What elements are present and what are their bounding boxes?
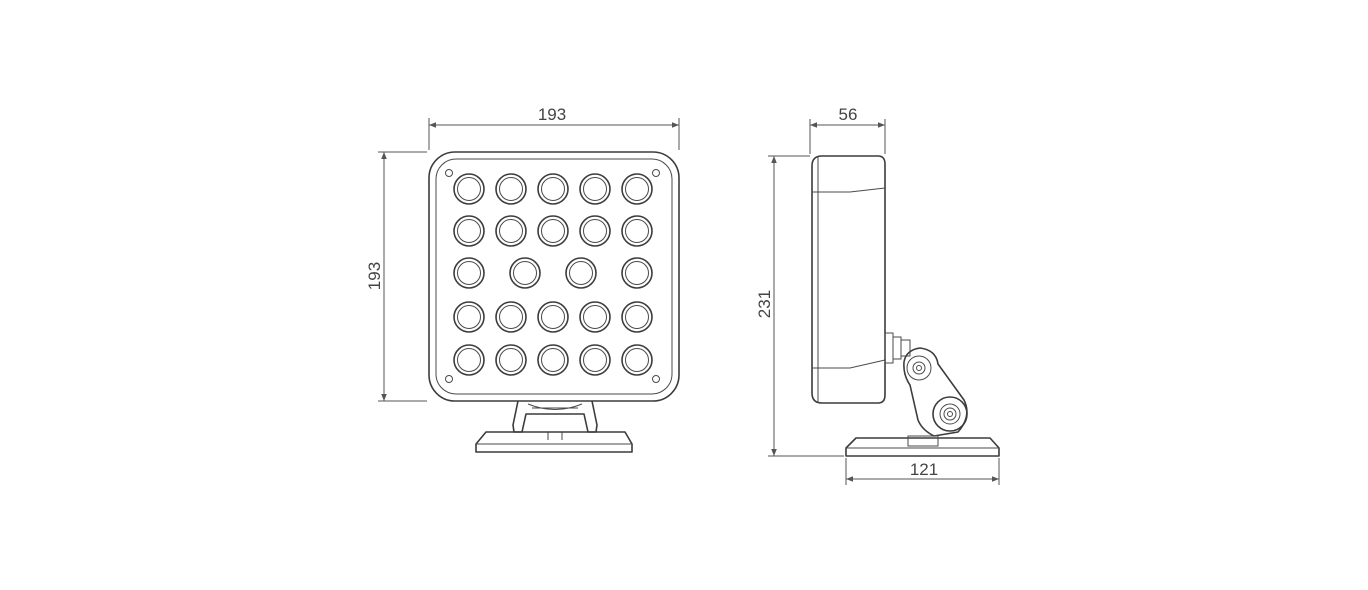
led-lens: [621, 257, 653, 289]
side-base: [845, 435, 1000, 457]
front-height-label: 193: [365, 262, 384, 290]
front-bracket: [512, 400, 598, 440]
led-lens-inner: [499, 348, 523, 372]
led-lens-inner: [569, 261, 593, 285]
led-lens: [579, 173, 611, 205]
side-depth-label: 56: [839, 105, 858, 124]
led-lens: [621, 344, 653, 376]
led-lens: [565, 257, 597, 289]
front-housing-inner: [435, 158, 673, 395]
led-lens: [621, 301, 653, 333]
side-depth-dimension: 56: [809, 105, 886, 154]
led-lens: [495, 344, 527, 376]
led-lens-inner: [513, 261, 537, 285]
led-lens: [495, 173, 527, 205]
led-lens-inner: [541, 219, 565, 243]
led-lens: [453, 257, 485, 289]
led-lens: [495, 215, 527, 247]
side-base-label: 121: [910, 460, 938, 479]
led-lens: [579, 301, 611, 333]
side-housing: [811, 155, 886, 404]
led-lens: [453, 215, 485, 247]
front-housing-outer: [428, 151, 680, 402]
led-lens: [579, 344, 611, 376]
led-lens: [453, 344, 485, 376]
front-base: [475, 431, 633, 453]
front-width-label: 193: [538, 105, 566, 124]
led-lens-inner: [457, 219, 481, 243]
led-lens: [621, 173, 653, 205]
led-lens: [453, 301, 485, 333]
side-height-label: 231: [755, 290, 774, 318]
led-lens-inner: [457, 348, 481, 372]
led-lens: [537, 173, 569, 205]
led-grid: [453, 173, 653, 376]
led-lens-inner: [625, 305, 649, 329]
led-lens-inner: [541, 305, 565, 329]
led-lens: [509, 257, 541, 289]
led-lens-inner: [583, 348, 607, 372]
led-lens: [453, 173, 485, 205]
led-lens-inner: [625, 348, 649, 372]
led-lens: [537, 301, 569, 333]
led-lens: [495, 301, 527, 333]
led-lens-inner: [541, 177, 565, 201]
led-lens-inner: [457, 261, 481, 285]
screw-icons: [445, 169, 660, 383]
led-lens-inner: [583, 177, 607, 201]
led-lens-inner: [625, 177, 649, 201]
led-lens-inner: [499, 305, 523, 329]
led-lens-inner: [583, 219, 607, 243]
front-width-dimension: 193: [428, 105, 680, 150]
side-height-dimension: 231: [755, 155, 844, 457]
front-height-dimension: 193: [365, 151, 427, 402]
led-lens: [621, 215, 653, 247]
led-lens: [537, 344, 569, 376]
led-lens-inner: [625, 261, 649, 285]
led-lens-inner: [499, 177, 523, 201]
pivot-arm: [903, 347, 968, 437]
side-view: 56 231 121: [755, 105, 1000, 485]
led-lens: [579, 215, 611, 247]
led-lens-inner: [499, 219, 523, 243]
led-lens-inner: [583, 305, 607, 329]
side-base-dimension: 121: [845, 458, 1000, 485]
led-lens-inner: [457, 305, 481, 329]
led-lens-inner: [457, 177, 481, 201]
cable-gland: [884, 332, 911, 364]
led-lens-inner: [541, 348, 565, 372]
led-lens-inner: [625, 219, 649, 243]
led-lens: [537, 215, 569, 247]
front-view: 193 193: [365, 105, 680, 453]
